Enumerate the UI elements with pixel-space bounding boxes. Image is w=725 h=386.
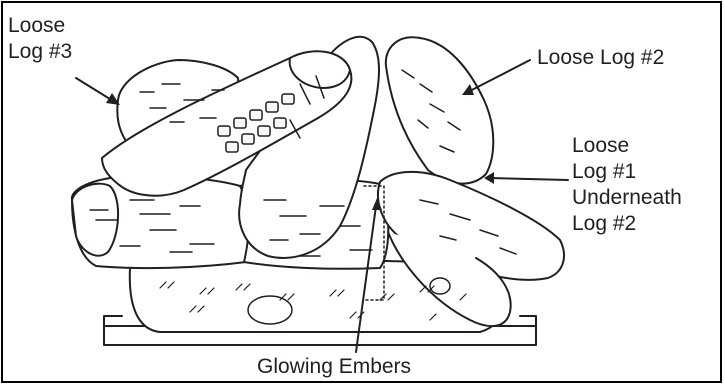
grate-tab-right xyxy=(520,316,536,326)
label-line: Log #3 xyxy=(8,39,72,65)
label-line: Log #2 xyxy=(572,211,682,237)
label-line: Log #1 xyxy=(572,159,682,185)
label-loose-log-3: Loose Log #3 xyxy=(8,13,72,65)
label-line: Loose xyxy=(8,13,72,39)
arrow-log-1 xyxy=(490,178,568,180)
label-glowing-embers: Glowing Embers xyxy=(257,354,411,380)
label-line: Loose Log #2 xyxy=(537,45,664,71)
label-loose-log-2: Loose Log #2 xyxy=(537,45,664,71)
label-loose-log-1: Loose Log #1 Underneath Log #2 xyxy=(572,133,682,237)
label-line: Glowing Embers xyxy=(257,354,411,380)
loose-log-2 xyxy=(386,37,493,183)
label-line: Underneath xyxy=(572,185,682,211)
arrow-log-2 xyxy=(464,60,530,94)
grate-tab-left xyxy=(104,316,122,326)
label-line: Loose xyxy=(572,133,682,159)
